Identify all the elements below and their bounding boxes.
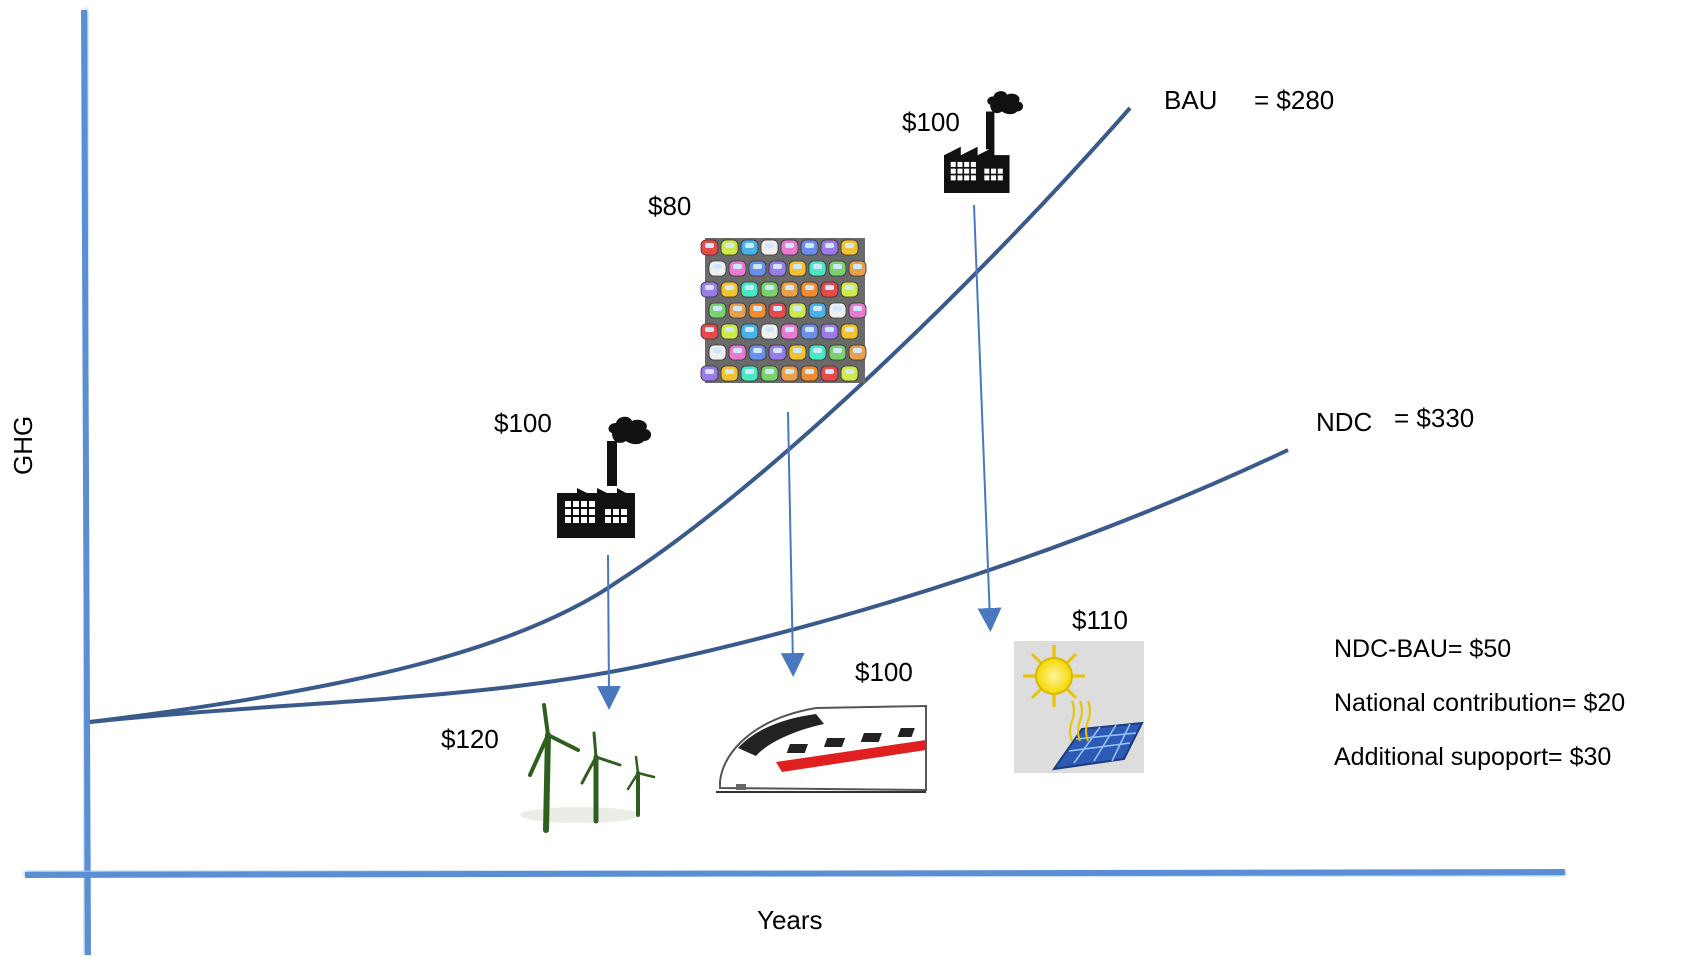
car-window-shape	[793, 264, 802, 269]
summary-ndc-bau: NDC-BAU= $50	[1334, 635, 1512, 663]
car-window-shape	[745, 369, 754, 374]
car-window-shape	[785, 243, 794, 248]
traffic-cars-image	[700, 238, 867, 383]
car-window-shape	[733, 306, 742, 311]
bau-curve-label: BAU	[1164, 85, 1218, 115]
car-window-shape	[773, 306, 782, 311]
solar-panel-icon	[1014, 641, 1144, 773]
summary-national-contribution: National contribution= $20	[1334, 689, 1626, 717]
car-window-shape	[813, 264, 822, 269]
car-window-shape	[785, 369, 794, 374]
train-cost-label: $100	[855, 657, 913, 687]
ndc-curve-label: NDC	[1316, 407, 1373, 437]
car-window-shape	[825, 369, 834, 374]
car-window-shape	[765, 327, 774, 332]
wind-turbines-icon	[520, 703, 656, 833]
bau-curve-value: = $280	[1254, 85, 1335, 115]
car-window-shape	[725, 243, 734, 248]
car-window-shape	[845, 327, 854, 332]
car-window-shape	[773, 264, 782, 269]
factory-icon	[944, 91, 1024, 193]
high-speed-train-icon	[716, 704, 927, 793]
car-window-shape	[745, 285, 754, 290]
ndc-curve	[89, 448, 1289, 724]
car-window-shape	[833, 306, 842, 311]
car-window-shape	[805, 327, 814, 332]
factory-icon	[557, 416, 652, 538]
cars-cost-label: $80	[648, 191, 692, 221]
car-window-shape	[733, 264, 742, 269]
car-window-shape	[765, 369, 774, 374]
y-axis	[78, 9, 94, 956]
car-window-shape	[705, 327, 714, 332]
car-window-shape	[793, 348, 802, 353]
car-window-shape	[725, 285, 734, 290]
car-window-shape	[713, 264, 722, 269]
car-window-shape	[753, 306, 762, 311]
car-window-shape	[785, 327, 794, 332]
y-axis-label: GHG	[8, 415, 38, 475]
car-window-shape	[805, 285, 814, 290]
solar-cost-label: $110	[1072, 605, 1128, 635]
factory-cost-label: $100	[494, 408, 552, 438]
car-window-shape	[773, 348, 782, 353]
car-window-shape	[793, 306, 802, 311]
car-window-shape	[785, 285, 794, 290]
car-window-shape	[725, 327, 734, 332]
arrow-cars-to-train	[780, 411, 805, 677]
car-window-shape	[705, 369, 714, 374]
car-window-shape	[745, 327, 754, 332]
car-window-shape	[845, 369, 854, 374]
car-window-shape	[805, 243, 814, 248]
car-window-shape	[805, 369, 814, 374]
car-window-shape	[745, 243, 754, 248]
car-window-shape	[705, 285, 714, 290]
car-window-shape	[733, 348, 742, 353]
car-window-shape	[825, 327, 834, 332]
car-window-shape	[825, 285, 834, 290]
bau-curve	[89, 106, 1132, 724]
car-window-shape	[833, 348, 842, 353]
car-window-shape	[753, 348, 762, 353]
car-window-shape	[765, 285, 774, 290]
car-window-shape	[813, 348, 822, 353]
factory-cost-label: $100	[902, 107, 960, 137]
car-window-shape	[825, 243, 834, 248]
car-window-shape	[753, 264, 762, 269]
arrow-factory-to-solar	[973, 204, 1002, 632]
car-window-shape	[705, 243, 714, 248]
arrow-factory-to-wind	[596, 554, 621, 710]
ndc-curve-value: = $330	[1394, 403, 1475, 433]
car-window-shape	[713, 306, 722, 311]
car-window-shape	[853, 264, 862, 269]
car-window-shape	[765, 243, 774, 248]
x-axis-label: Years	[757, 905, 823, 935]
car-window-shape	[845, 243, 854, 248]
car-window-shape	[845, 285, 854, 290]
x-axis	[24, 866, 1566, 881]
wind-cost-label: $120	[441, 724, 499, 754]
car-window-shape	[853, 348, 862, 353]
car-window-shape	[725, 369, 734, 374]
car-window-shape	[813, 306, 822, 311]
car-window-shape	[833, 264, 842, 269]
car-window-shape	[713, 348, 722, 353]
car-window-shape	[853, 306, 862, 311]
summary-additional-support: Additional supoport= $30	[1334, 743, 1612, 771]
